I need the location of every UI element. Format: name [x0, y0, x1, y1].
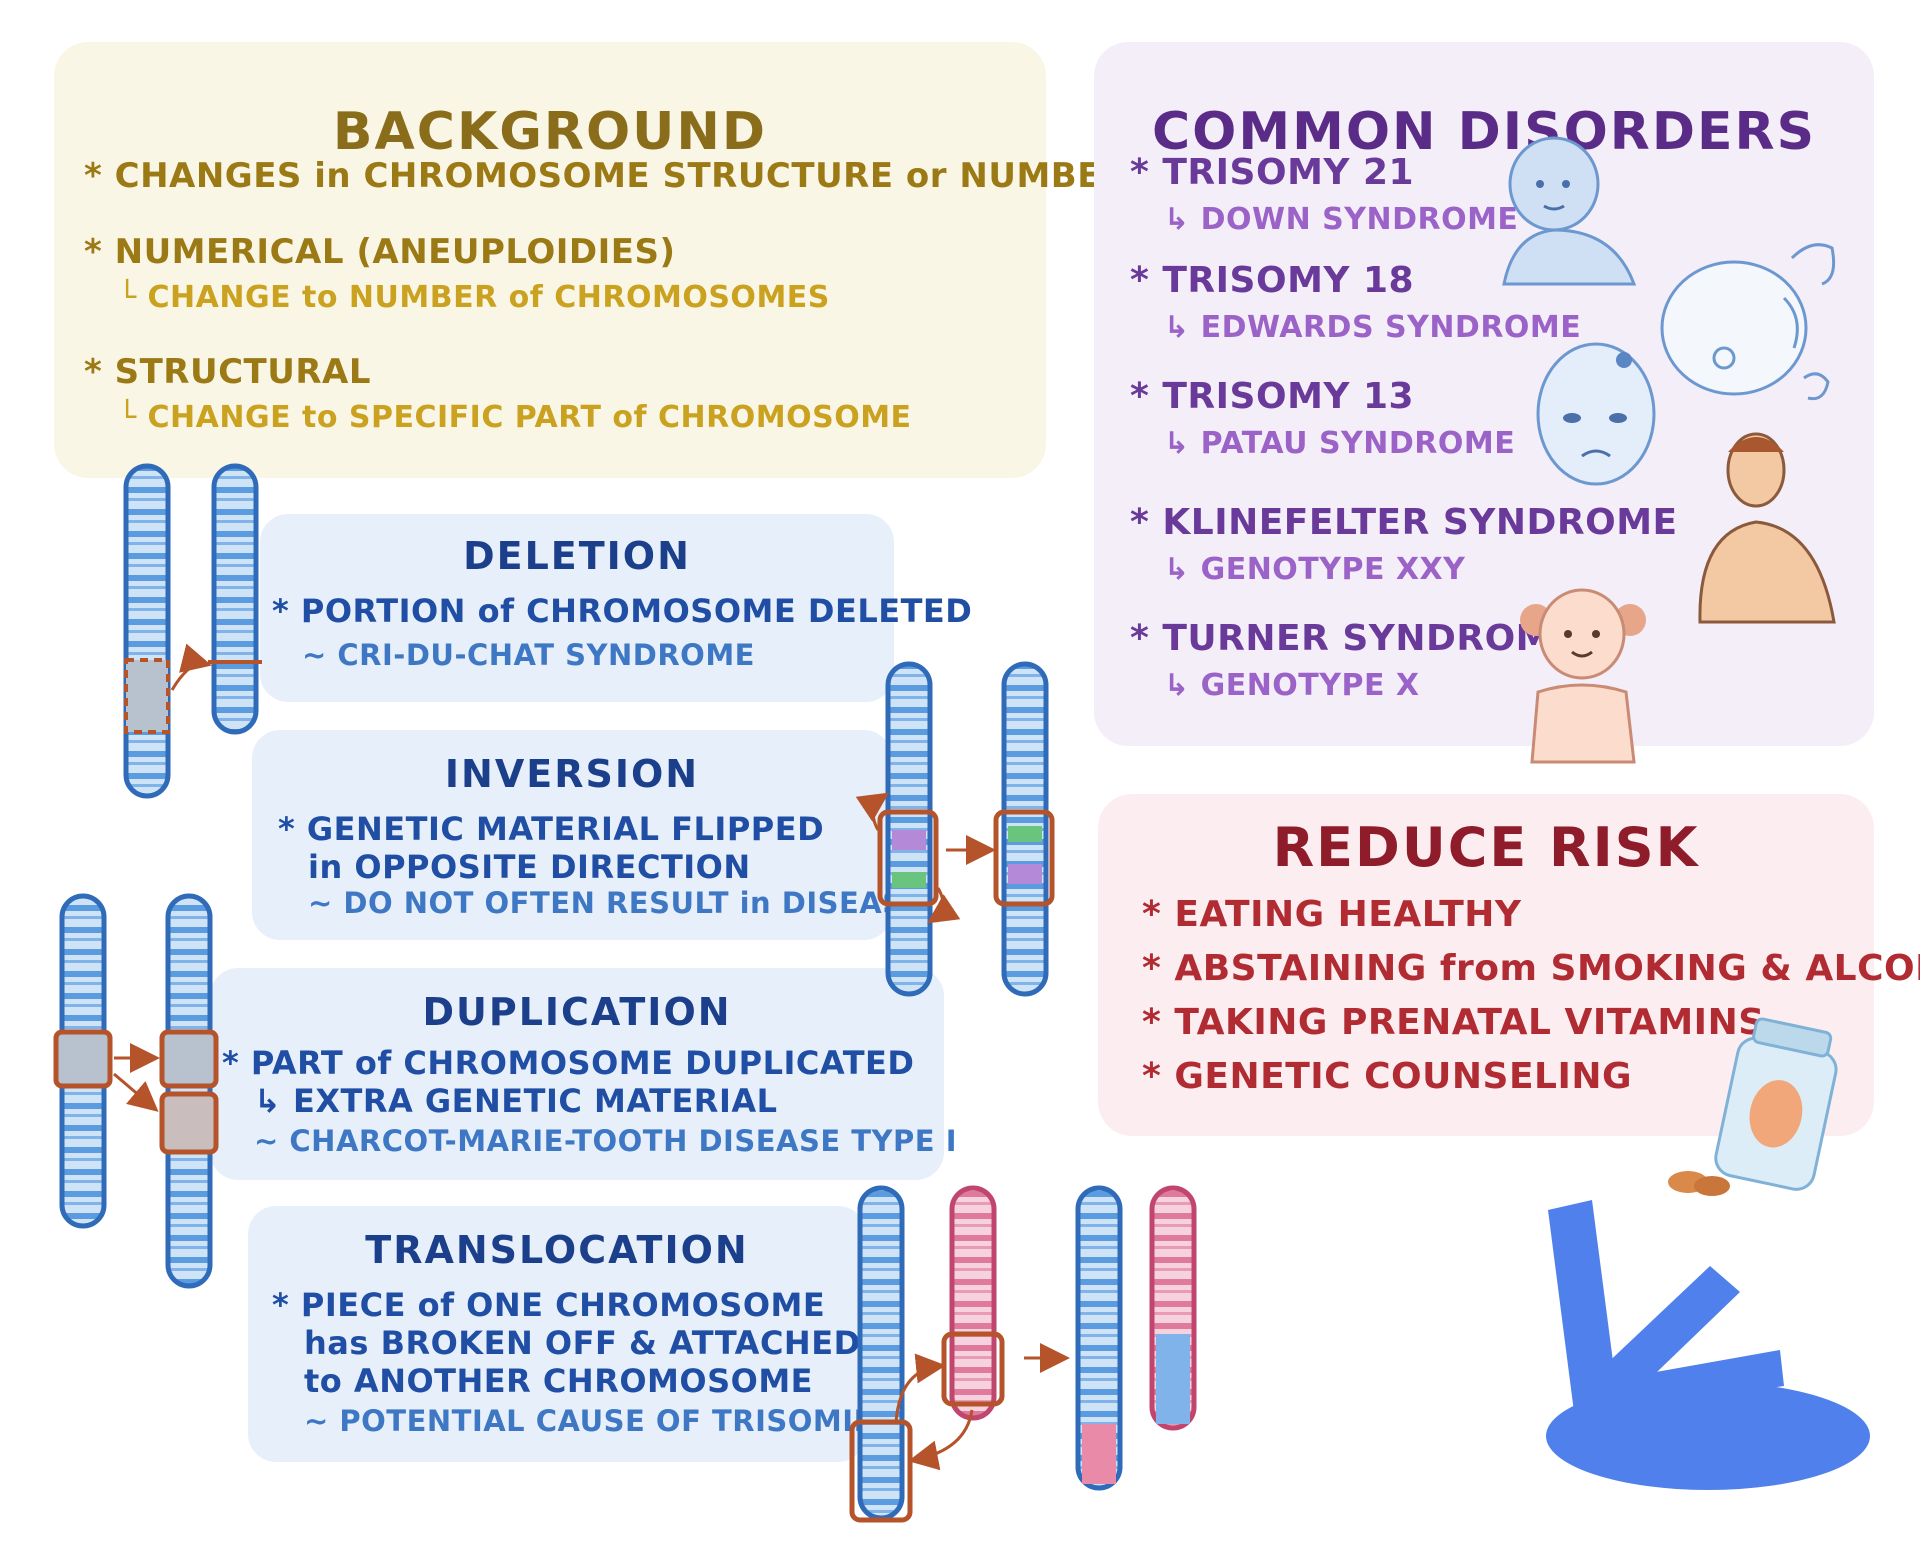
translocation-line3: to ANOTHER CHROMOSOME	[304, 1362, 814, 1400]
background-line-structural-detail: └ CHANGE to SPECIFIC PART of CHROMOSOME	[118, 400, 912, 435]
duplication-line1: * PART of CHROMOSOME DUPLICATED	[222, 1044, 915, 1082]
translocation-chromosome-pink-original	[941, 1185, 1005, 1421]
deletion-line: * PORTION of CHROMOSOME DELETED	[272, 592, 973, 630]
disorder-trisomy-18: * TRISOMY 18	[1130, 260, 1415, 301]
disorder-turner-detail: ↳ GENOTYPE X	[1164, 668, 1420, 703]
inversion-example: ~ DO NOT OFTEN RESULT in DISEASE	[308, 886, 924, 920]
translocation-swap-arrow-down	[908, 1409, 974, 1471]
duplication-panel: DUPLICATION * PART of CHROMOSOME DUPLICA…	[210, 968, 956, 1180]
translocation-line2: has BROKEN OFF & ATTACHED	[304, 1324, 861, 1362]
duplication-title: DUPLICATION	[422, 990, 732, 1034]
deletion-panel: DELETION * PORTION of CHROMOSOME DELETED…	[260, 514, 972, 702]
deletion-chromosome-result	[208, 463, 262, 735]
translocation-chromosome-pink-result	[1149, 1185, 1197, 1431]
duplication-example: ~ CHARCOT-MARIE-TOOTH DISEASE TYPE I	[254, 1124, 957, 1158]
disorder-trisomy-13: * TRISOMY 13	[1130, 376, 1415, 417]
risk-item-eating: * EATING HEALTHY	[1142, 894, 1522, 935]
background-line-numerical: * NUMERICAL (ANEUPLOIDIES)	[84, 232, 676, 272]
translocation-example: ~ POTENTIAL CAUSE OF TRISOMIES	[304, 1404, 896, 1438]
reduce-risk-panel: REDUCE RISK * EATING HEALTHY * ABSTAININ…	[1098, 794, 1920, 1196]
duplication-chromosome-original	[53, 893, 113, 1229]
baby-lying-illustration	[1502, 136, 1637, 286]
translocation-chromosome-blue-original	[849, 1185, 913, 1523]
baby-profile-illustration	[1660, 243, 1836, 401]
background-title: BACKGROUND	[332, 102, 768, 162]
inversion-line1: * GENETIC MATERIAL FLIPPED	[278, 810, 825, 848]
deletion-arrow	[170, 643, 212, 691]
inversion-chromosome-original	[877, 661, 939, 997]
background-panel: BACKGROUND * CHANGES in CHROMOSOME STRUC…	[54, 42, 1127, 478]
disorder-klinefelter-detail: ↳ GENOTYPE XXY	[1164, 552, 1466, 587]
girl-illustration	[1520, 588, 1646, 764]
risk-item-vitamins: * TAKING PRENATAL VITAMINS	[1142, 1002, 1765, 1043]
inversion-line2: in OPPOSITE DIRECTION	[308, 848, 751, 886]
common-disorders-panel: COMMON DISORDERS * TRISOMY 21 ↳ DOWN SYN…	[1094, 42, 1874, 764]
duplication-chromosome-result	[159, 893, 219, 1289]
deletion-chromosome-original	[123, 463, 171, 799]
disorder-trisomy-21: * TRISOMY 21	[1130, 152, 1415, 193]
common-disorders-title: COMMON DISORDERS	[1151, 102, 1817, 162]
vitamin-bottle-icon	[1668, 1017, 1838, 1196]
duplication-arrow-2	[113, 1072, 159, 1112]
inversion-chromosome-result	[993, 661, 1055, 997]
adult-man-illustration	[1698, 432, 1836, 624]
risk-item-abstaining: * ABSTAINING from SMOKING & ALCOHOL	[1142, 948, 1920, 989]
translocation-panel: TRANSLOCATION * PIECE of ONE CHROMOSOME …	[248, 1206, 895, 1462]
inversion-flip-arrow-top	[855, 792, 889, 831]
translocation-title: TRANSLOCATION	[365, 1228, 749, 1272]
inversion-title: INVERSION	[444, 752, 700, 796]
deletion-example: ~ CRI-DU-CHAT SYNDROME	[302, 638, 755, 672]
duplication-line2: ↳ EXTRA GENETIC MATERIAL	[254, 1082, 778, 1120]
disorder-trisomy-13-detail: ↳ PATAU SYNDROME	[1164, 426, 1516, 461]
deletion-title: DELETION	[463, 534, 691, 578]
background-line-numerical-detail: └ CHANGE to NUMBER of CHROMOSOMES	[118, 280, 830, 315]
background-line-changes: * CHANGES in CHROMOSOME STRUCTURE or NUM…	[84, 156, 1128, 196]
blue-scribble-overlay	[1546, 1200, 1870, 1490]
risk-item-counseling: * GENETIC COUNSELING	[1142, 1056, 1633, 1097]
disorder-turner: * TURNER SYNDROME	[1130, 618, 1578, 659]
translocation-chromosome-blue-result	[1075, 1185, 1123, 1491]
background-line-structural: * STRUCTURAL	[84, 352, 371, 392]
disorder-trisomy-18-detail: ↳ EDWARDS SYNDROME	[1164, 310, 1582, 345]
disorder-klinefelter: * KLINEFELTER SYNDROME	[1130, 502, 1678, 543]
translocation-swap-arrow-up	[894, 1353, 946, 1423]
inversion-flip-arrow-bottom	[927, 887, 961, 924]
baby-face-illustration	[1536, 342, 1656, 486]
disorder-trisomy-21-detail: ↳ DOWN SYNDROME	[1164, 202, 1519, 237]
inversion-panel: INVERSION * GENETIC MATERIAL FLIPPED in …	[252, 730, 923, 940]
reduce-risk-title: REDUCE RISK	[1272, 816, 1700, 879]
translocation-line1: * PIECE of ONE CHROMOSOME	[272, 1286, 826, 1324]
